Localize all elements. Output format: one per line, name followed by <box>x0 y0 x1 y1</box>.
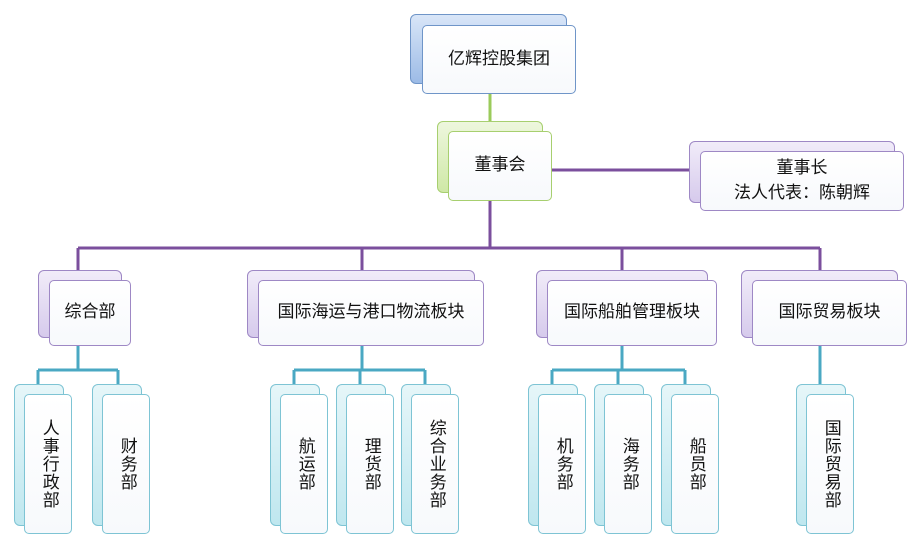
department-label: 人事行政部 <box>38 419 59 509</box>
department-label: 航运部 <box>294 437 315 491</box>
legal-representative: 法人代表：陈朝辉 <box>734 183 870 203</box>
chairman-title: 董事长 <box>776 157 828 178</box>
department-label: 船员部 <box>685 437 706 491</box>
department-label: 财务部 <box>116 437 137 491</box>
department-label: 理货部 <box>360 437 381 491</box>
department-label: 机务部 <box>552 437 573 491</box>
division-label: 国际贸易板块 <box>778 302 881 323</box>
department-label: 综合业务部 <box>425 419 446 509</box>
division-label: 国际船舶管理板块 <box>564 302 700 323</box>
board-name: 董事会 <box>474 155 526 176</box>
department-label: 国际贸易部 <box>820 419 841 509</box>
division-label: 国际海运与港口物流板块 <box>277 302 465 323</box>
division-label: 综合部 <box>64 302 116 323</box>
group-name: 亿辉控股集团 <box>448 48 550 69</box>
department-label: 海务部 <box>618 437 639 491</box>
